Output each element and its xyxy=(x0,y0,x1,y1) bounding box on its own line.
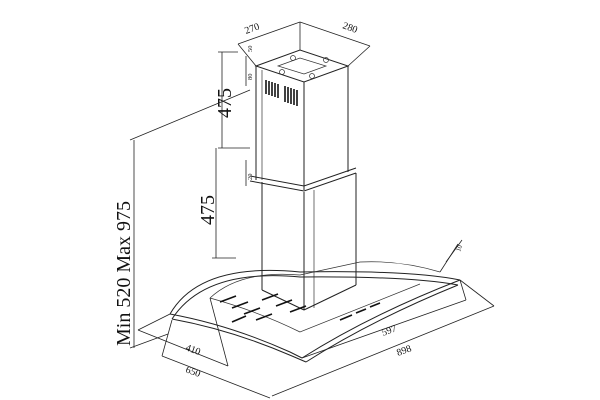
lower-chimney xyxy=(249,167,357,311)
glass-canopy xyxy=(169,261,461,363)
dim-width: 597 898 xyxy=(271,279,495,397)
upper-chimney xyxy=(255,66,349,190)
dim-chimney-depth: 270 xyxy=(243,21,261,36)
dim-depth: 410 650 xyxy=(137,297,271,399)
duct-outlet xyxy=(276,57,328,75)
dim-glass-width: 597 xyxy=(380,323,398,338)
chimney-top xyxy=(254,49,350,83)
dim-height-range: Min 520 Max 975 xyxy=(113,89,251,349)
dim-vent-offsets: 50 80 xyxy=(245,46,254,86)
dim-overlap-20: 20 xyxy=(247,174,254,181)
dim-upper-475: 475 xyxy=(214,88,236,118)
dim-glass-thickness: 10 xyxy=(439,239,464,273)
dim-canopy-inner: 410 xyxy=(184,342,202,357)
dim-min-max: Min 520 Max 975 xyxy=(113,201,135,346)
dim-lower-height: 475 xyxy=(197,148,236,259)
control-panel xyxy=(339,302,381,321)
dim-overall-width: 898 xyxy=(395,343,413,358)
filter-lines xyxy=(219,293,307,323)
dim-canopy-depth: 650 xyxy=(184,364,202,379)
dim-upper-height: 475 xyxy=(214,51,250,149)
dim-chimney-width: 280 xyxy=(341,20,359,35)
dim-lower-475: 475 xyxy=(197,195,219,225)
dim-thickness-10: 10 xyxy=(455,244,464,253)
dim-overlap: 20 xyxy=(245,160,254,186)
dim-vent-top: 50 xyxy=(247,46,254,53)
dim-vent-side: 80 xyxy=(247,74,254,81)
vent-slots xyxy=(265,80,298,106)
dim-top: 270 280 xyxy=(237,20,371,67)
